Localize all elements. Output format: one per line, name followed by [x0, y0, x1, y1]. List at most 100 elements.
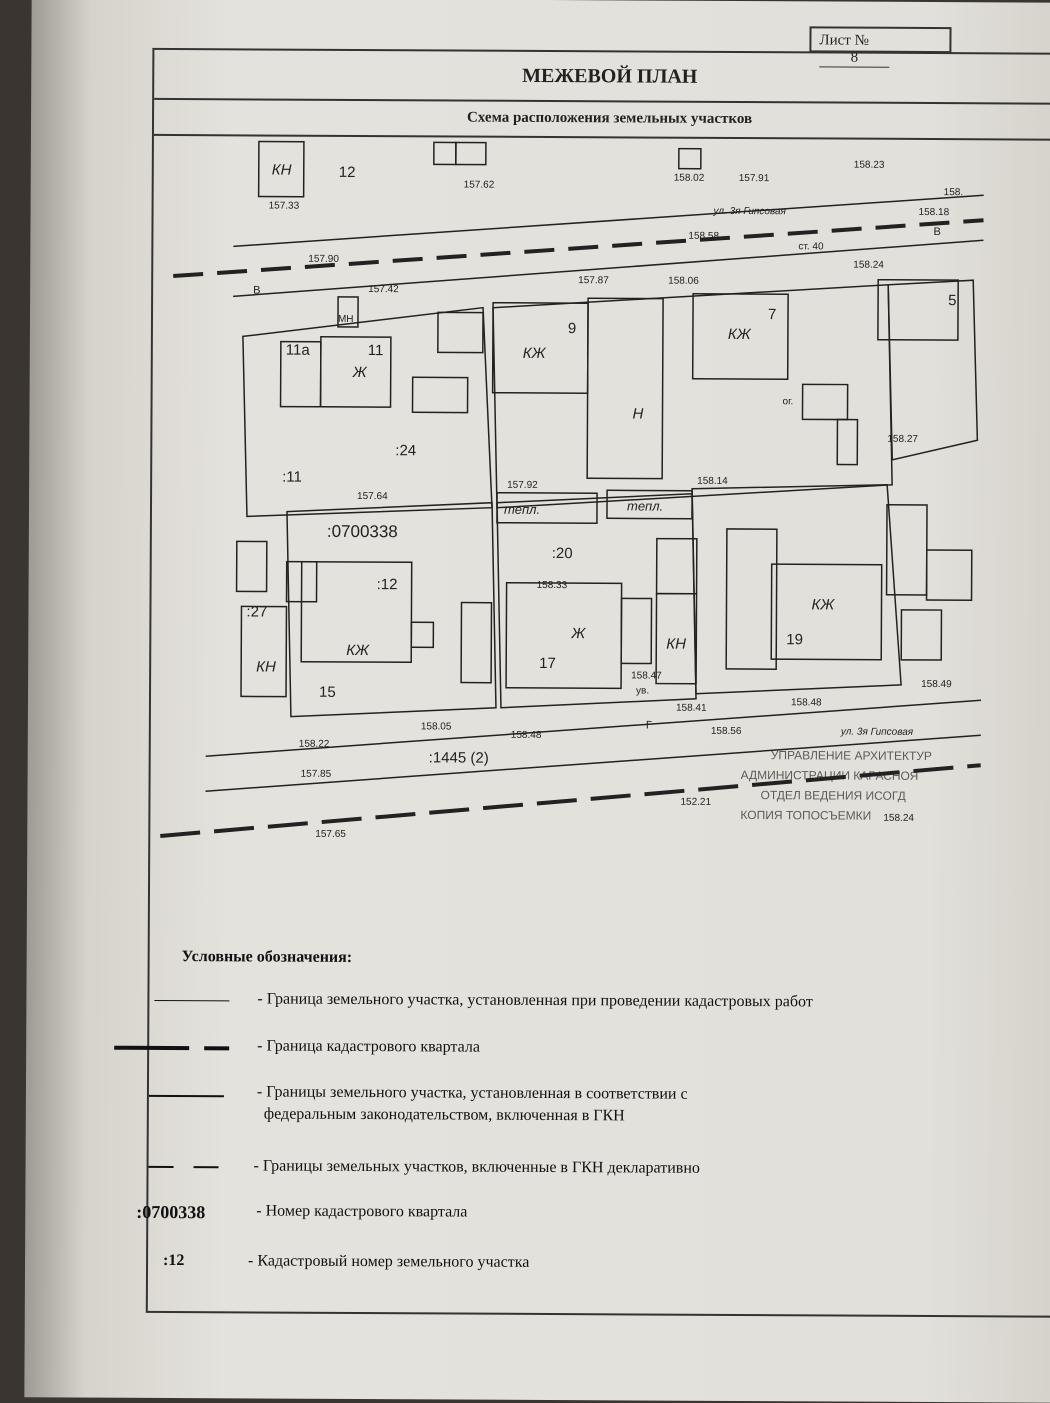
- street-label: ул. 3я Гипсовая: [840, 727, 914, 738]
- parcel-label: :11: [282, 469, 302, 486]
- house-number: 19: [786, 631, 803, 648]
- plan-frame: МЕЖЕВОЙ ПЛАН Схема расположения земельны…: [114, 47, 1050, 1318]
- legend-text: - Границы земельного участка, установлен…: [256, 1083, 688, 1103]
- legend-heading: Условные обозначения:: [181, 948, 353, 966]
- elevation-mark: 157.87: [578, 275, 609, 286]
- building-label: КЖ: [728, 326, 752, 343]
- elevation-mark: 158.24: [853, 260, 884, 271]
- street-label: ул. 3я Гипсовая: [713, 206, 787, 217]
- house-number: 12: [339, 164, 356, 181]
- legend-line-symbol: [154, 999, 230, 1002]
- elevation-mark: 158.48: [511, 730, 542, 741]
- house-number: 11: [368, 342, 384, 359]
- map-label: В: [253, 284, 260, 296]
- house-number: 17: [539, 655, 556, 672]
- building-label: Н: [632, 405, 643, 422]
- elevation-mark: 158.22: [299, 739, 330, 750]
- elevation-mark: 158.58: [688, 231, 719, 242]
- garden-label: ог.: [783, 396, 794, 407]
- land-plot-map: :0700338 :11 :24 :12 :20 :27 :1445 (2) 1…: [160, 140, 984, 840]
- legend-item: :12 - Кадастровый номер земельного участ…: [148, 1252, 1050, 1271]
- parcel-label: :24: [395, 442, 416, 459]
- elevation-mark: 158.48: [791, 697, 822, 708]
- stamp-line: КОПИЯ ТОПОСЪЕМКИ: [740, 808, 871, 823]
- legend: Условные обозначения: - Граница земельно…: [114, 940, 1050, 1271]
- legend-line-symbol: [148, 1094, 224, 1098]
- parcel-label: :27: [246, 603, 267, 620]
- parcel-label: :12: [377, 576, 398, 593]
- legend-line-symbol: [114, 1045, 190, 1051]
- elevation-mark: 158.05: [421, 721, 452, 732]
- elevation-mark: 158.23: [854, 160, 885, 171]
- elevation-mark: 158.33: [537, 580, 568, 591]
- legend-text: - Кадастровый номер земельного участка: [248, 1252, 530, 1271]
- house-number: 15: [319, 684, 336, 701]
- elevation-mark: 158.56: [711, 726, 742, 737]
- elevation-mark: 157.92: [507, 480, 538, 491]
- map-label: В: [933, 226, 940, 238]
- map-label: Г: [646, 720, 652, 732]
- elevation-mark: 157.42: [368, 284, 399, 295]
- building-label: КН: [666, 636, 686, 653]
- elevation-mark: 158.41: [676, 703, 707, 714]
- legend-text: - Номер кадастрового квартала: [256, 1202, 468, 1221]
- building-label: Ж: [352, 364, 368, 381]
- elevation-mark: 157.90: [308, 254, 339, 265]
- stamp-line: ОТДЕЛ ВЕДЕНИЯ ИСОГД: [760, 788, 905, 803]
- legend-item: :0700338 - Номер кадастрового квартала: [136, 1202, 1050, 1222]
- legend-line-symbol: [148, 1165, 174, 1169]
- legend-item: - Граница земельного участка, установлен…: [149, 990, 1050, 1010]
- sheet-number: Лист № 8: [809, 26, 952, 68]
- legend-item: - Границы земельных участков, включенные…: [148, 1157, 1050, 1177]
- elevation-mark: 152.21: [680, 797, 711, 808]
- elevation-mark: 158.02: [674, 173, 705, 184]
- elevation-mark: 157.85: [301, 769, 332, 780]
- building-label: МН: [338, 314, 354, 325]
- building-label: КН: [272, 162, 292, 179]
- stamp-line: АДМИНИСТРАЦИИ КАРАСНОЯ: [741, 768, 919, 783]
- quarter-number: :0700338: [327, 522, 398, 541]
- building-label: КЖ: [523, 345, 547, 362]
- legend-item: - Границы земельного участка, установлен…: [148, 1083, 1050, 1124]
- map-label: ст. 40: [798, 241, 824, 252]
- sheet-label: Лист №: [819, 32, 869, 49]
- stamp-line: УПРАВЛЕНИЕ АРХИТЕКТУР: [771, 748, 932, 763]
- house-number: 7: [768, 306, 776, 323]
- elevation-mark: 157.65: [315, 829, 346, 840]
- elevation-mark: 158.27: [887, 434, 918, 445]
- building-label: КЖ: [811, 596, 835, 613]
- elevation-mark: 158.47: [631, 670, 662, 681]
- page-title: МЕЖЕВОЙ ПЛАН: [154, 49, 1050, 105]
- house-number: 11а: [286, 342, 311, 359]
- stamp: УПРАВЛЕНИЕ АРХИТЕКТУР АДМИНИСТРАЦИИ КАРА…: [740, 748, 932, 823]
- building-label: тепл.: [504, 502, 540, 517]
- legend-symbol: :0700338: [136, 1201, 206, 1223]
- map-label: ув.: [636, 685, 649, 696]
- legend-line-symbol: [204, 1046, 230, 1051]
- document-sheet: Лист № 8 МЕЖЕВОЙ ПЛАН Схема расположения…: [24, 0, 1050, 1403]
- legend-item: - Граница кадастрового квартала: [114, 1037, 1050, 1056]
- parcel-label: :1445 (2): [429, 749, 489, 766]
- parcel-label: :20: [552, 545, 573, 562]
- legend-text: федеральным законодательством, включенна…: [263, 1105, 625, 1125]
- legend-line-symbol: [193, 1166, 219, 1169]
- elevation-mark: 157.64: [357, 491, 388, 502]
- elevation-mark: 158.18: [919, 207, 950, 218]
- building-label: Ж: [570, 625, 586, 642]
- elevation-mark: 157.33: [269, 201, 300, 212]
- elevation-mark: 157.62: [464, 180, 495, 191]
- house-number: 5: [948, 292, 956, 309]
- building-label: КН: [256, 658, 276, 675]
- legend-symbol: :12: [163, 1251, 185, 1270]
- elevation-mark: 158.06: [668, 276, 699, 287]
- house-number: 9: [568, 320, 576, 337]
- building-label: КЖ: [346, 642, 370, 659]
- elevation-mark: 158.24: [883, 813, 914, 824]
- elevation-mark: 158.14: [697, 476, 728, 487]
- legend-text: - Границы земельных участков, включенные…: [253, 1157, 700, 1177]
- legend-text: - Граница земельного участка, установлен…: [257, 990, 813, 1011]
- building-label: тепл.: [627, 498, 663, 513]
- page-subtitle: Схема расположения земельных участков: [153, 97, 1050, 141]
- elevation-mark: 158.49: [921, 679, 952, 690]
- legend-text: - Граница кадастрового квартала: [257, 1037, 480, 1056]
